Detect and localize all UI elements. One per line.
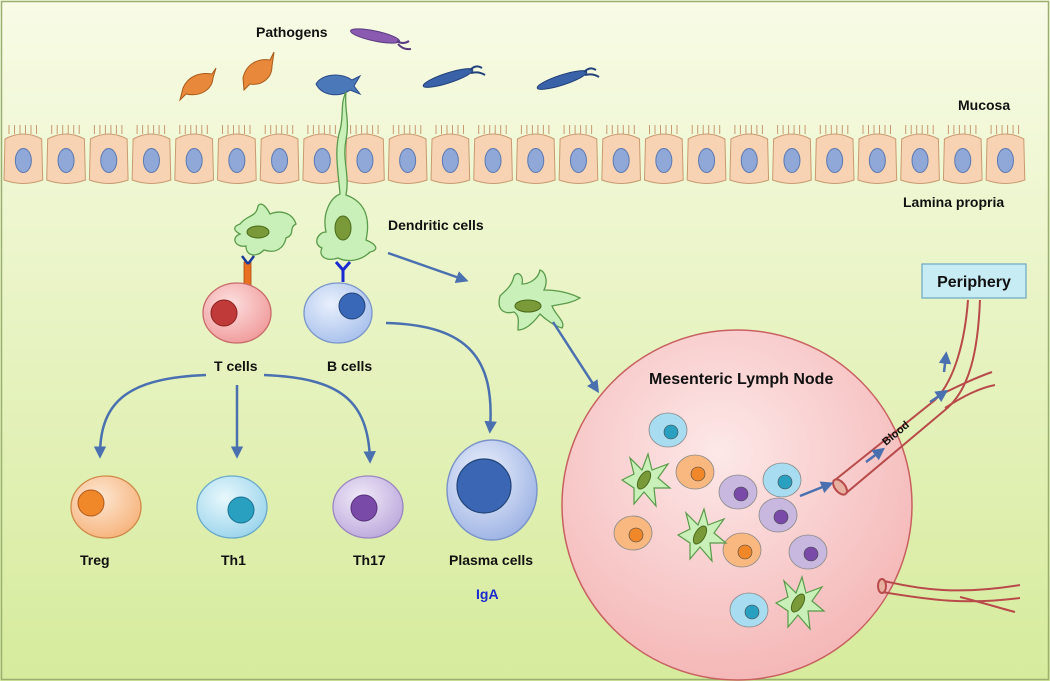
treg-cell [70,475,142,539]
lymph-node-lymphocyte [722,532,762,568]
label-mucosa: Mucosa [958,97,1010,113]
arrow-to-treg [93,373,207,459]
epithelium-layer [3,125,1026,184]
arrow-to-lymph-node [551,321,600,394]
label-th1: Th1 [221,552,246,568]
epithelial-cell [772,125,812,184]
lymph-node-lymphocyte [648,412,688,448]
lymph-node-lymphocyte [675,454,715,490]
label-t-cells: T cells [214,358,258,374]
epithelial-cell [216,125,257,184]
mhc-contact [241,255,255,265]
epithelial-cell [46,125,86,184]
epithelial-cell [643,125,684,184]
pathogen-group [179,28,600,102]
lymph-node-lymphocyte [788,534,828,570]
epithelial-cell [345,125,385,184]
lymph-node-dendritic-cell [676,506,728,563]
differentiation-arrows [93,251,600,464]
epithelial-cell [473,125,513,184]
epithelial-cell [558,125,599,184]
epithelial-cell [3,125,44,184]
label-plasma-cells: Plasma cells [449,552,533,568]
pathogen-rod-purple [350,28,412,51]
blood-vessel [832,299,1021,613]
epithelial-cell [729,125,770,184]
epithelial-cell [985,125,1026,184]
blood-flow-arrows [799,351,952,498]
epithelial-cell [601,125,642,184]
label-lamina-propria: Lamina propria [903,194,1004,210]
label-treg: Treg [80,552,110,568]
pathogen-orange-1 [179,67,217,102]
arrow-dc-migrate [387,251,469,284]
lymph-node-lymphocyte [613,515,653,551]
th1-cell [196,475,268,539]
lymph-node-lymphocyte [762,462,802,498]
epithelial-cell [857,125,898,184]
periphery-box [921,263,1027,299]
dendritic-cell-sampling [316,91,377,262]
pathogen-rod-blue-1 [422,65,486,88]
lymph-node-lymphocyte [758,497,798,533]
epithelial-cell [686,125,727,184]
lymph-node-lymphocyte [729,592,769,628]
epithelial-cell [131,125,172,184]
arrow-to-th17 [263,373,376,464]
dendritic-cell-t-contact [234,203,297,256]
label-periphery: Periphery [937,274,1011,291]
epithelial-cell [942,125,983,184]
lymph-node-cells [613,412,828,631]
epithelial-cell [814,125,855,184]
lymph-node-dendritic-cell [774,574,826,631]
b-cell [303,282,373,344]
plasma-cell [446,439,538,541]
label-lymph-node: Mesenteric Lymph Node [649,371,833,388]
pathogen-rod-blue-2 [536,67,600,90]
lymph-node-lymphocyte [718,474,758,510]
pathogen-orange-2 [242,51,275,92]
label-pathogens: Pathogens [256,24,328,40]
label-dendritic-cells: Dendritic cells [388,217,484,233]
dendritic-cell-migrating [498,269,582,331]
epithelial-cell [515,125,556,184]
label-th17: Th17 [353,552,386,568]
epithelial-cell [174,125,215,184]
label-iga: IgA [476,586,499,602]
pathogen-blue-ovoid [315,74,362,96]
lymph-node-dendritic-cell [620,451,672,508]
th17-cell [332,475,404,539]
epithelial-cell [387,125,428,184]
arrow-to-plasma [385,321,497,434]
epithelial-cell [259,125,300,184]
epithelial-cell [430,125,471,184]
t-cell [202,282,272,344]
label-b-cells: B cells [327,358,372,374]
b-cell-receptor [334,261,352,282]
epithelial-cell [900,125,940,184]
epithelial-cell [88,125,129,184]
